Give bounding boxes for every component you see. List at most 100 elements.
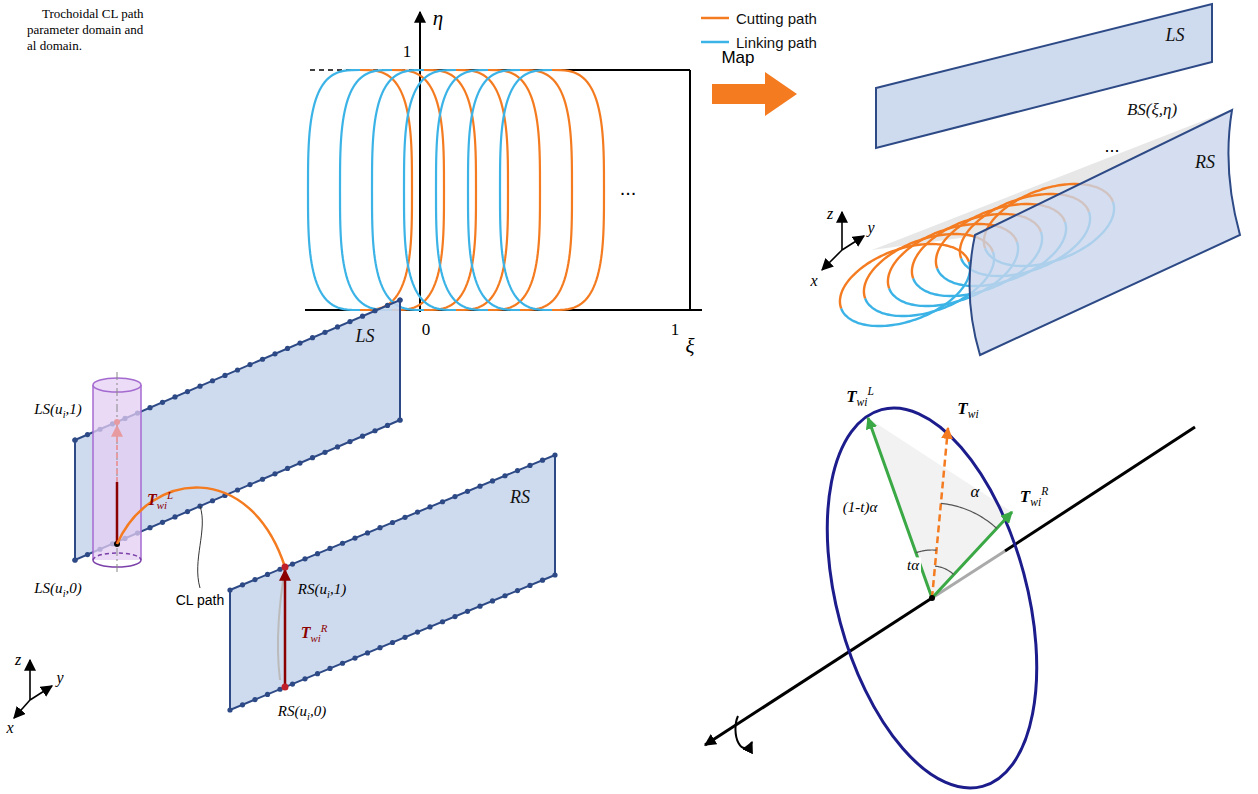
legend-text: Linking path xyxy=(736,34,817,51)
eta-axis xyxy=(419,12,421,312)
edge-dot xyxy=(72,437,77,442)
angle-arc xyxy=(941,503,997,528)
edge-dot xyxy=(322,450,327,455)
edge-dot xyxy=(297,340,302,345)
domain-border xyxy=(689,70,691,310)
edge-dot xyxy=(397,417,402,422)
surface-point xyxy=(282,684,289,691)
edge-dot xyxy=(85,432,90,437)
edge-dot xyxy=(315,671,320,676)
edge-dot xyxy=(302,676,307,681)
edge-dot xyxy=(285,346,290,351)
edge-dot xyxy=(352,535,357,540)
linking-path xyxy=(372,70,424,310)
edge-dot xyxy=(227,707,232,712)
edge-dot xyxy=(335,324,340,329)
edge-dot xyxy=(477,604,482,609)
left-surface xyxy=(876,4,1212,148)
edge-dot xyxy=(327,666,332,671)
tool-outline xyxy=(140,385,142,560)
edge-dot xyxy=(302,556,307,561)
leader-line xyxy=(198,506,203,588)
edge-dot xyxy=(210,378,215,383)
edge-dot xyxy=(452,494,457,499)
edge-dot xyxy=(385,423,390,428)
edge-dot xyxy=(527,463,532,468)
legend-text: Cutting path xyxy=(736,10,817,27)
legend-line-sample xyxy=(700,39,730,45)
tool-vector xyxy=(284,570,287,687)
edge-dot xyxy=(347,439,352,444)
axis-label: x xyxy=(6,719,13,737)
edge-dot xyxy=(527,583,532,588)
edge-dot xyxy=(147,525,152,530)
edge-dot xyxy=(297,460,302,465)
edge-dot xyxy=(185,509,190,514)
legend-line xyxy=(701,41,729,44)
map-arrow xyxy=(712,72,797,116)
vector-label: TwiR xyxy=(301,622,328,644)
edge-dot xyxy=(210,498,215,503)
tool-vector-hidden xyxy=(116,426,118,482)
z-axis xyxy=(841,212,843,250)
edge-dot xyxy=(385,303,390,308)
edge-dot xyxy=(372,428,377,433)
edge-dot xyxy=(252,577,257,582)
legend-entry: Cutting path xyxy=(700,6,817,30)
edge-dot xyxy=(490,478,495,483)
edge-dot xyxy=(235,367,240,372)
edge-dot xyxy=(185,389,190,394)
surface-name: BS(ξ,η) xyxy=(1127,100,1177,120)
edge-dot xyxy=(327,546,332,551)
linking-path xyxy=(468,70,520,310)
edge-dot xyxy=(552,572,557,577)
edge-dot xyxy=(465,609,470,614)
y-axis xyxy=(842,236,864,250)
caption-text: al domain. xyxy=(27,39,82,54)
edge-dot xyxy=(365,530,370,535)
legend: Cutting pathLinking path xyxy=(700,6,817,54)
edge-dot xyxy=(310,455,315,460)
edge-dot xyxy=(352,655,357,660)
edge-dot xyxy=(160,520,165,525)
cutting-path xyxy=(552,70,604,310)
surface-name: RS xyxy=(510,487,530,508)
edge-dot xyxy=(490,598,495,603)
angle-arc xyxy=(916,550,937,553)
left-surface xyxy=(75,300,400,560)
point-label: RS(ui,0) xyxy=(278,703,326,722)
caption-text: parameter domain and xyxy=(27,23,143,38)
edge-dot xyxy=(322,330,327,335)
axis-label: y xyxy=(56,669,63,687)
cutting-path xyxy=(520,70,572,310)
edge-dot xyxy=(477,484,482,489)
edge-dot xyxy=(397,297,402,302)
tool-outline xyxy=(92,385,94,560)
edge-dot xyxy=(260,357,265,362)
edge-dot xyxy=(85,552,90,557)
edge-dot xyxy=(552,452,557,457)
edge-dot xyxy=(515,588,520,593)
y-axis xyxy=(30,686,52,700)
edge-dot xyxy=(160,400,165,405)
edge-dot xyxy=(247,482,252,487)
z-axis xyxy=(29,660,31,700)
edge-dot xyxy=(72,437,77,442)
edge-dot xyxy=(515,468,520,473)
angle-label: α xyxy=(971,482,980,502)
edge-dot xyxy=(222,373,227,378)
tick-label: 1 xyxy=(403,42,412,62)
edge-dot xyxy=(290,561,295,566)
edge-dot xyxy=(240,702,245,707)
surface-point xyxy=(282,564,289,571)
edge-dot xyxy=(72,557,77,562)
edge-dot xyxy=(172,514,177,519)
legend-entry: Linking path xyxy=(700,30,817,54)
edge-dot xyxy=(402,635,407,640)
interpolated-vector xyxy=(932,428,948,598)
angle-label: tα xyxy=(905,557,921,574)
edge-dot xyxy=(415,510,420,515)
center-point xyxy=(929,595,935,601)
